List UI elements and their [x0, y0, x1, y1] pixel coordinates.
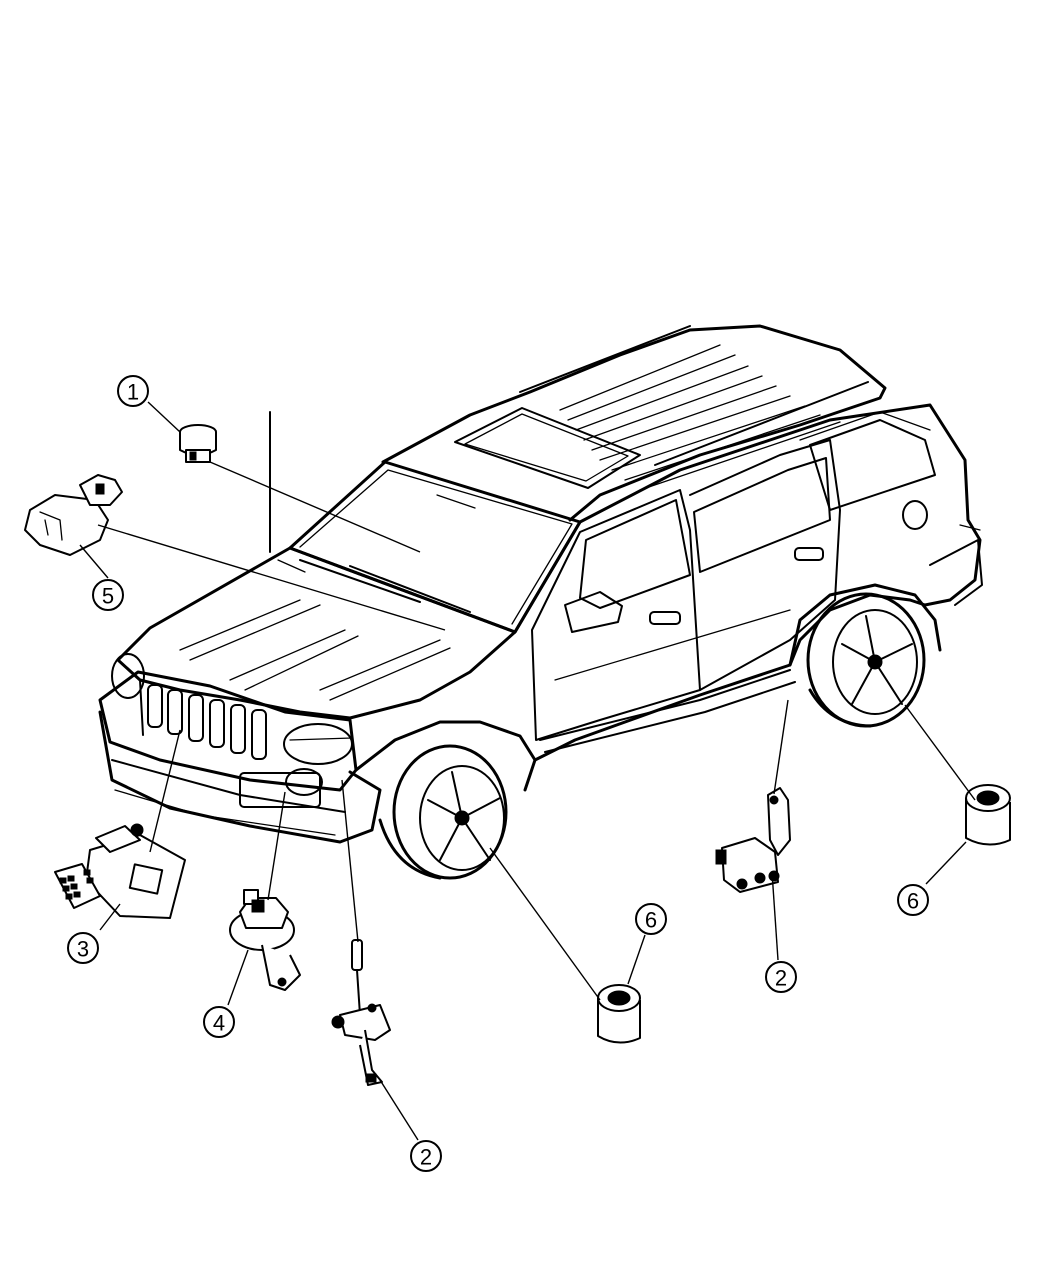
- part-6-front: [597, 984, 641, 1044]
- callout-2-front: 2: [410, 1140, 442, 1172]
- part-1: [179, 424, 217, 463]
- part-6-rear: [965, 784, 1011, 846]
- callout-6-rear-label: 6: [907, 889, 919, 914]
- callout-1-label: 1: [127, 380, 139, 405]
- callout-2-rear: 2: [765, 961, 797, 993]
- callout-6-front-label: 6: [645, 908, 657, 933]
- part-3: [54, 823, 186, 919]
- callout-4: 4: [203, 1006, 235, 1038]
- part-5: [24, 474, 123, 556]
- leader-lines: [79, 401, 976, 1141]
- callout-6-front: 6: [635, 903, 667, 935]
- part-4: [229, 889, 301, 991]
- vehicle-illustration: [98, 324, 983, 880]
- callout-1: 1: [117, 375, 149, 407]
- part-2-front: [331, 939, 391, 1086]
- callout-2-rear-label: 2: [775, 966, 787, 991]
- callout-4-label: 4: [213, 1011, 225, 1036]
- part-2-rear: [715, 787, 791, 893]
- callout-3: 3: [67, 932, 99, 964]
- callout-5: 5: [92, 579, 124, 611]
- callout-5-label: 5: [102, 584, 114, 609]
- callout-3-label: 3: [77, 937, 89, 962]
- callout-6-rear: 6: [897, 884, 929, 916]
- callout-2-front-label: 2: [420, 1145, 432, 1170]
